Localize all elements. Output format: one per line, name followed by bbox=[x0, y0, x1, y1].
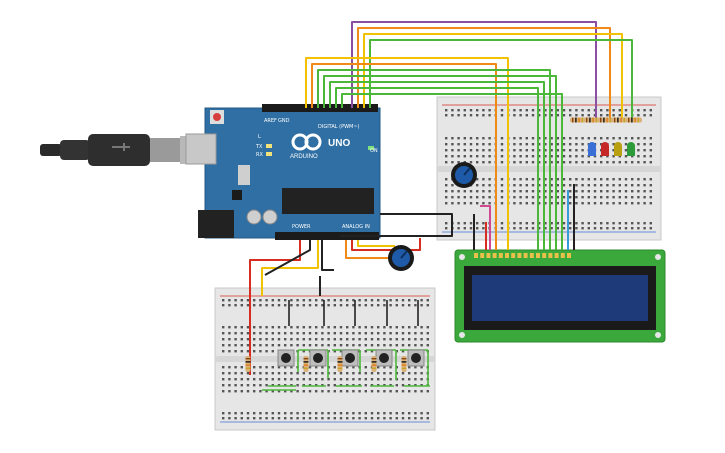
wire bbox=[317, 69, 551, 250]
lcd-pin bbox=[480, 253, 485, 258]
tx-label: TX bbox=[255, 144, 263, 150]
wire bbox=[321, 240, 334, 271]
potentiometer-contrast bbox=[451, 162, 477, 188]
lcd-pin bbox=[529, 253, 534, 258]
push-button-cap bbox=[345, 353, 355, 363]
digital-header bbox=[262, 104, 378, 112]
wires bbox=[249, 21, 633, 391]
resistor bbox=[337, 356, 343, 372]
led-red bbox=[601, 142, 609, 156]
wire bbox=[264, 240, 311, 276]
gnd-label: GND bbox=[278, 118, 290, 124]
potentiometer-analog bbox=[388, 245, 414, 271]
wire bbox=[369, 39, 633, 118]
wire bbox=[329, 81, 545, 250]
wire bbox=[357, 27, 611, 118]
aref-label: AREF bbox=[264, 118, 277, 124]
atmega-chip bbox=[282, 188, 374, 214]
lcd-pin bbox=[567, 253, 571, 258]
lcd-pin bbox=[492, 253, 497, 258]
wire bbox=[335, 87, 539, 250]
lcd-pin bbox=[554, 253, 559, 258]
reset-button bbox=[213, 113, 221, 121]
wire bbox=[311, 63, 497, 250]
led-array bbox=[570, 117, 642, 156]
resistor bbox=[598, 117, 614, 123]
led-green bbox=[627, 142, 635, 156]
led-blue bbox=[588, 142, 596, 156]
lcd-screen bbox=[472, 275, 648, 321]
wire bbox=[340, 213, 453, 237]
lcd-pin bbox=[542, 253, 547, 258]
resistor bbox=[303, 356, 309, 372]
arduino-label: ARDUINO bbox=[290, 154, 318, 160]
button-array bbox=[245, 349, 425, 372]
push-button-cap bbox=[379, 353, 389, 363]
push-button-cap bbox=[313, 353, 323, 363]
uno-label: UNO bbox=[328, 138, 350, 149]
wire bbox=[357, 240, 395, 247]
push-button-cap bbox=[281, 353, 291, 363]
lcd-pin bbox=[517, 253, 522, 258]
wire bbox=[345, 240, 390, 259]
resistor bbox=[612, 117, 628, 123]
arduino-uno-board: UNO ARDUINO DIGITAL (PWM~) POWER ANALOG … bbox=[185, 104, 381, 240]
lcd-pin bbox=[511, 253, 516, 258]
rx-label: RX bbox=[256, 152, 263, 158]
wire bbox=[341, 93, 563, 250]
lcd-pin bbox=[498, 253, 503, 258]
resistor bbox=[570, 117, 586, 123]
l-label: L bbox=[258, 134, 261, 140]
on-label: ON bbox=[370, 148, 378, 154]
lcd-pin bbox=[560, 253, 565, 258]
wire bbox=[323, 75, 557, 250]
wire bbox=[305, 57, 509, 250]
lcd-pin bbox=[523, 253, 528, 258]
lcd-pin bbox=[505, 253, 509, 258]
push-button-cap bbox=[411, 353, 421, 363]
arduino-logo bbox=[291, 133, 322, 151]
analog-label: ANALOG IN bbox=[342, 224, 370, 230]
resistor bbox=[626, 117, 642, 123]
resistor bbox=[371, 356, 377, 372]
wire bbox=[351, 238, 421, 251]
lcd-16x2 bbox=[454, 249, 666, 343]
wire bbox=[249, 240, 301, 375]
resistor bbox=[584, 117, 600, 123]
resistor bbox=[401, 356, 407, 372]
digital-label: DIGITAL (PWM~) bbox=[318, 124, 360, 130]
lcd-pin bbox=[548, 253, 553, 258]
lcd-pin bbox=[474, 253, 478, 258]
power-label: POWER bbox=[292, 224, 311, 230]
led-yellow bbox=[614, 142, 622, 156]
analog-header bbox=[275, 232, 379, 240]
lcd-pin bbox=[486, 253, 491, 258]
resistor bbox=[245, 356, 251, 372]
wire bbox=[480, 205, 491, 250]
usb-cable bbox=[40, 134, 210, 166]
wire bbox=[261, 240, 319, 296]
lcd-pin bbox=[536, 253, 540, 258]
